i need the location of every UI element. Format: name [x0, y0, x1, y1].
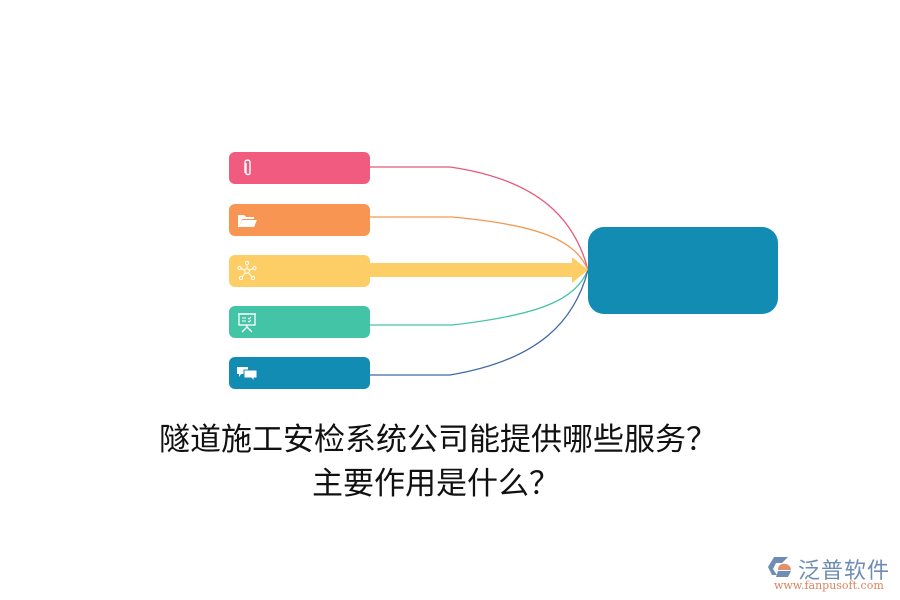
- fanpu-logo-icon: [768, 557, 791, 577]
- node-attachment[interactable]: [229, 152, 370, 184]
- watermark-logo: 泛普软件 www.fanpusoft.com: [768, 553, 898, 595]
- watermark-brand: 泛普软件: [798, 559, 891, 584]
- arrow-node-3: [369, 257, 588, 283]
- node-chat[interactable]: [229, 357, 370, 389]
- connector-node-1: [369, 166, 589, 271]
- paperclip-icon: [244, 159, 251, 176]
- folder-open-icon: [238, 215, 257, 227]
- chat-bubbles-icon: [237, 367, 258, 383]
- watermark-url: www.fanpusoft.com: [774, 579, 884, 592]
- node-folder[interactable]: [229, 204, 370, 236]
- title-line-1: 隧道施工安检系统公司能提供哪些服务？: [159, 422, 717, 458]
- hub-node[interactable]: [588, 227, 778, 314]
- connector-node-4: [369, 269, 589, 326]
- node-network[interactable]: [229, 255, 370, 287]
- connector-node-5: [369, 269, 589, 376]
- connector-node-2: [369, 216, 589, 271]
- node-presentation[interactable]: [229, 306, 370, 338]
- presentation-board-icon: [238, 313, 256, 333]
- title-line-2: 主要作用是什么？: [312, 466, 560, 502]
- network-icon: [237, 260, 257, 281]
